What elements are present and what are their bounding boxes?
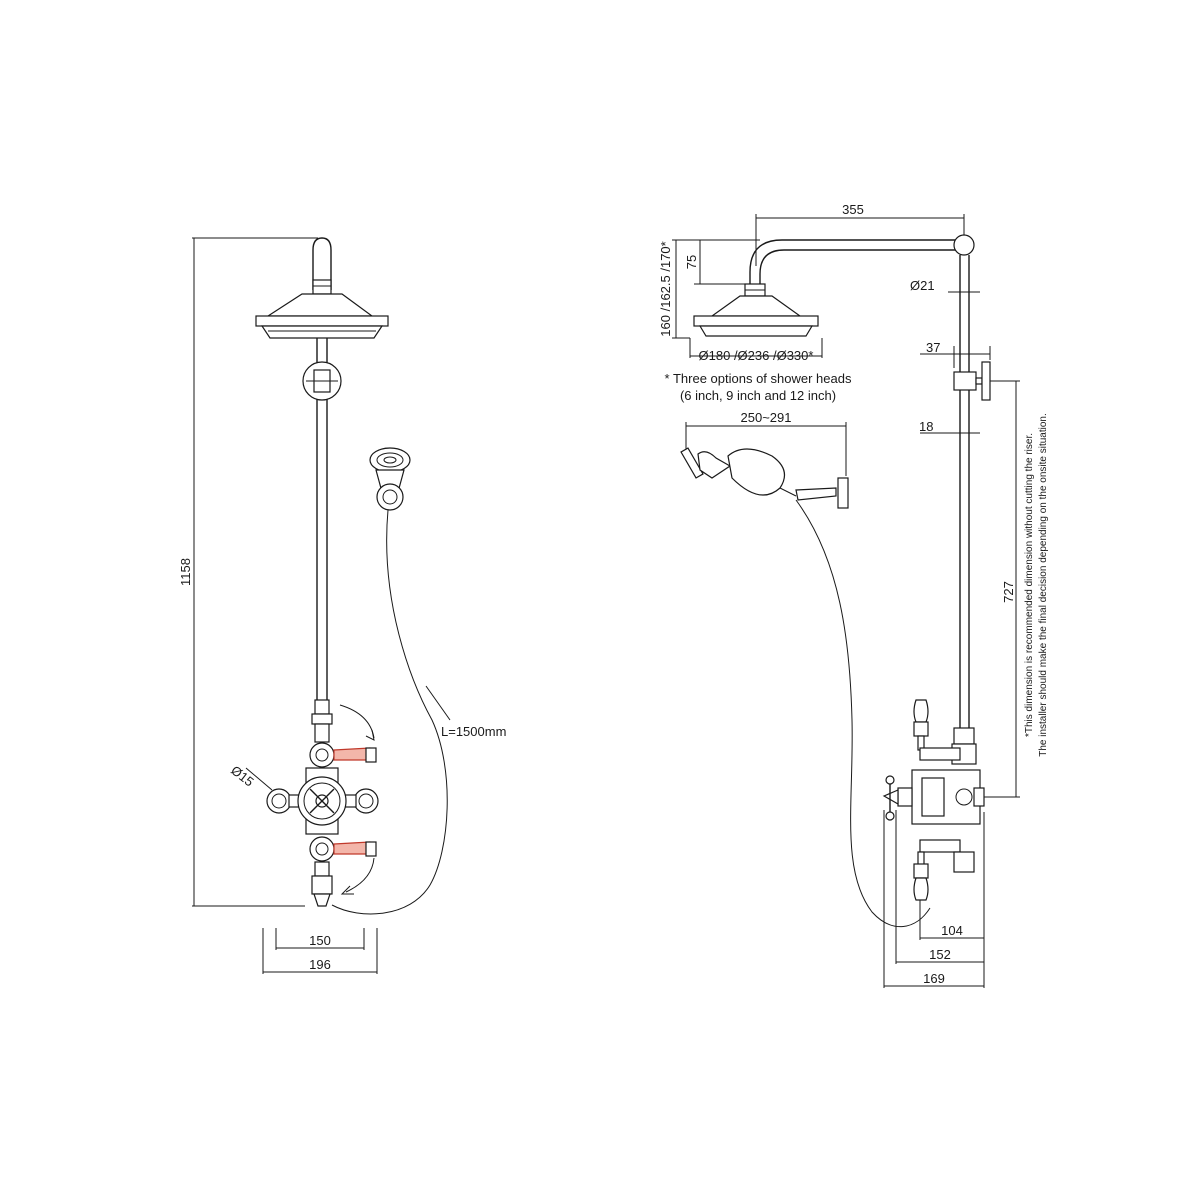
head-diameter-dimension: Ø180 /Ø236 /Ø330* * Three options of sho… xyxy=(665,338,852,403)
depth-104-label: 104 xyxy=(941,923,963,938)
drop-label: 75 xyxy=(684,255,699,269)
height-dimension: 1158 xyxy=(178,237,318,907)
bracket-offset-label: 37 xyxy=(926,340,940,355)
width-dimensions: 150 196 xyxy=(262,928,378,974)
head-diameter-label: Ø180 /Ø236 /Ø330* xyxy=(699,348,814,363)
depth-152-label: 152 xyxy=(929,947,951,962)
inlet-diameter-label: Ø15 xyxy=(228,763,257,790)
side-shower-arm xyxy=(693,234,975,337)
riser-note-2: The installer should make the final deci… xyxy=(1038,413,1049,757)
riser-diameter-label: Ø21 xyxy=(910,278,935,293)
height-label: 1158 xyxy=(178,558,193,586)
head-height-label: 160 /162.5 /170* xyxy=(658,241,673,336)
depth-169-label: 169 xyxy=(923,971,945,986)
width-196-label: 196 xyxy=(309,957,331,972)
side-handset: 250~291 xyxy=(680,410,849,509)
valve-assembly: Ø15 xyxy=(228,699,379,907)
side-hose xyxy=(795,499,931,928)
arm-length-dimension: 355 xyxy=(755,202,965,266)
riser-dimensions: Ø21 37 18 xyxy=(910,278,991,434)
riser-note-1: *This dimension is recommended dimension… xyxy=(1024,433,1035,737)
head-options-note-1: * Three options of shower heads xyxy=(665,371,852,386)
riser-length-label: 727 xyxy=(1001,581,1016,603)
riser-top-elbow xyxy=(312,237,332,295)
riser-pipe xyxy=(302,338,342,700)
shower-hose: L=1500mm xyxy=(331,509,506,915)
overhead-shower-head xyxy=(255,293,389,339)
side-view: 355 160 /162.5 /170* 75 xyxy=(658,202,1049,988)
arm-length-label: 355 xyxy=(842,202,864,217)
depth-dimensions: 104 152 169 xyxy=(883,810,985,988)
handset-span-label: 250~291 xyxy=(741,410,792,425)
handset-holder xyxy=(369,447,411,511)
width-150-label: 150 xyxy=(309,933,331,948)
riser-length-dimension: 727 *This dimension is recommended dimen… xyxy=(980,380,1049,798)
riser-offset-label: 18 xyxy=(919,419,933,434)
hose-length-label: L=1500mm xyxy=(441,724,506,739)
front-view: 1158 xyxy=(178,237,506,974)
head-height-dimensions: 160 /162.5 /170* 75 xyxy=(658,239,760,339)
side-valve-assembly xyxy=(882,699,985,901)
side-riser xyxy=(953,255,991,728)
head-options-note-2: (6 inch, 9 inch and 12 inch) xyxy=(680,388,836,403)
